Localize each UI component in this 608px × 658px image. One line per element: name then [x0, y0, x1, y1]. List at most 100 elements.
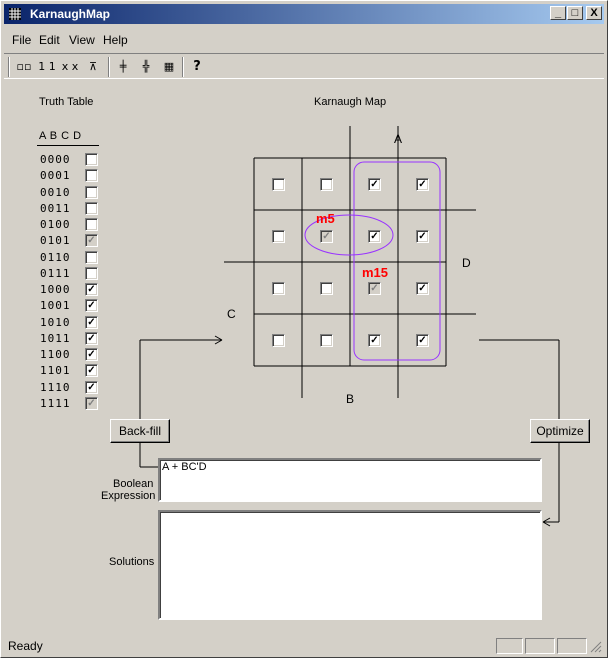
menu-bar: File Edit View Help	[4, 29, 604, 49]
annotation-m5: m5	[316, 211, 335, 226]
toolbar-separator	[108, 57, 110, 77]
menu-help[interactable]: Help	[103, 33, 128, 47]
backfill-button[interactable]: Back-fill	[110, 419, 170, 443]
truth-table-row: 0100	[40, 217, 110, 233]
truth-table-bits: 1101	[40, 364, 71, 378]
kmap-cell-checkbox[interactable]	[320, 334, 333, 347]
kmap-cell-checkbox[interactable]: ✓	[320, 230, 333, 243]
optimize-arrowhead	[542, 517, 551, 523]
truth-table-checkbox[interactable]	[85, 218, 98, 231]
kmap-cell-checkbox[interactable]	[272, 178, 285, 191]
truth-table-bits: 0100	[40, 218, 71, 231]
truth-table-checkbox[interactable]: ✓	[85, 396, 98, 410]
toolbar: ▫▫ 1 1 x x ⊼ ╪ ╬ ▦ ?	[4, 53, 604, 79]
truth-table-bits: 0111	[40, 266, 71, 280]
title-bar[interactable]: KarnaughMap _ □ X	[4, 4, 604, 24]
ones-icon[interactable]: 1 1	[38, 60, 56, 73]
kmap-small-icon[interactable]: ╪	[119, 60, 127, 73]
solutions-field[interactable]	[158, 510, 542, 620]
resize-grip-icon[interactable]	[590, 641, 602, 653]
truth-table-bits: 1011	[40, 331, 71, 345]
solutions-label: Solutions	[109, 556, 155, 568]
kmap-cell-checkbox[interactable]	[272, 282, 285, 295]
minimize-button[interactable]: _	[550, 6, 566, 20]
truth-table-checkbox[interactable]: ✓	[85, 331, 98, 345]
truth-table-bits: 0010	[40, 185, 71, 199]
kmap-large-icon[interactable]: ▦	[163, 60, 175, 73]
app-icon	[9, 8, 21, 20]
kmap-cell-checkbox[interactable]	[320, 178, 333, 191]
window-title: KarnaughMap	[30, 7, 111, 21]
truth-table-bits: 1001	[40, 299, 71, 313]
truth-table-row: 1110 ✓	[40, 380, 110, 396]
kmap-label-c: C	[227, 307, 236, 321]
boolean-label: Boolean	[113, 478, 154, 490]
sort-icon[interactable]: ⊼	[88, 60, 98, 73]
menu-view[interactable]: View	[69, 33, 95, 47]
truth-table-row: 1001 ✓	[40, 298, 110, 314]
grid-2x2-icon[interactable]: ▫▫	[16, 60, 32, 73]
truth-table-checkbox[interactable]	[85, 201, 98, 215]
kmap-group-a	[353, 161, 441, 361]
menu-edit[interactable]: Edit	[39, 33, 60, 47]
truth-table-row: 0010	[40, 185, 110, 201]
truth-table-checkbox[interactable]	[85, 169, 98, 183]
kmap-medium-icon[interactable]: ╬	[142, 60, 150, 73]
help-icon[interactable]: ?	[193, 59, 201, 74]
truth-table-checkbox[interactable]: ✓	[85, 348, 98, 361]
kmap-cell-checkbox[interactable]: ✓	[368, 334, 381, 347]
truth-table-bits: 1010	[40, 315, 71, 329]
expression-label: Expression	[101, 490, 156, 502]
truth-table-checkbox[interactable]	[85, 153, 98, 166]
status-text: Ready	[8, 639, 43, 653]
truth-table-checkbox[interactable]: ✓	[85, 380, 98, 394]
truth-table-checkbox[interactable]	[85, 185, 98, 199]
truth-table-bits: 1111	[40, 396, 71, 410]
truth-table-checkbox[interactable]: ✓	[85, 283, 98, 296]
kmap-cell-checkbox[interactable]: ✓	[368, 178, 381, 191]
truth-table-row: 0111	[40, 266, 110, 282]
annotation-m15: m15	[362, 265, 389, 280]
truth-table-row: 0110	[40, 250, 110, 266]
truth-table-bits: 1100	[40, 348, 71, 361]
truth-table-checkbox[interactable]	[85, 266, 98, 280]
close-button[interactable]: X	[586, 6, 602, 20]
kmap-cell-checkbox[interactable]: ✓	[368, 282, 381, 295]
kmap-cell-checkbox[interactable]	[272, 230, 285, 243]
truth-table-checkbox[interactable]: ✓	[85, 315, 98, 329]
truth-table-row: 1101 ✓	[40, 363, 110, 379]
boolean-expression-field[interactable]: A + BC'D	[158, 458, 542, 502]
status-bar: Ready	[4, 635, 604, 655]
truth-table-bits: 1000	[40, 283, 71, 296]
backfill-arrowhead	[214, 339, 223, 345]
menu-file[interactable]: File	[12, 33, 32, 47]
truth-table-row: 0000	[40, 152, 110, 168]
truth-table-row: 1000 ✓	[40, 282, 110, 298]
optimize-button[interactable]: Optimize	[530, 419, 590, 443]
kmap-cell-checkbox[interactable]	[320, 282, 333, 295]
truth-table-bits: 0000	[40, 153, 71, 166]
kmap-label-a: A	[394, 132, 403, 146]
kmap-cell-checkbox[interactable]	[272, 334, 285, 347]
kmap-heading: Karnaugh Map	[314, 96, 387, 108]
kmap-cell-checkbox[interactable]: ✓	[416, 282, 429, 295]
truth-table-checkbox[interactable]: ✓	[85, 299, 98, 313]
kmap-cell-checkbox[interactable]: ✓	[416, 230, 429, 243]
truth-table-bits: 1110	[40, 380, 71, 394]
kmap-label-b: B	[346, 392, 355, 406]
x-icon[interactable]: x x	[61, 60, 79, 73]
truth-table-bits: 0110	[40, 250, 71, 264]
kmap-label-d: D	[462, 256, 471, 270]
kmap-cell-checkbox[interactable]: ✓	[368, 230, 381, 243]
truth-table-row: 0011	[40, 201, 110, 217]
truth-table-checkbox[interactable]	[85, 250, 98, 264]
kmap-lines	[139, 126, 560, 527]
kmap-cell-checkbox[interactable]: ✓	[416, 178, 429, 191]
kmap-cell-checkbox[interactable]: ✓	[416, 334, 429, 347]
status-panel	[557, 638, 587, 654]
maximize-button[interactable]: □	[567, 6, 583, 20]
truth-table-checkbox[interactable]: ✓	[85, 364, 98, 378]
truth-table-bits: 0011	[40, 201, 71, 215]
truth-table-checkbox[interactable]: ✓	[85, 234, 98, 248]
truth-table-columns: A B C D	[39, 130, 82, 142]
